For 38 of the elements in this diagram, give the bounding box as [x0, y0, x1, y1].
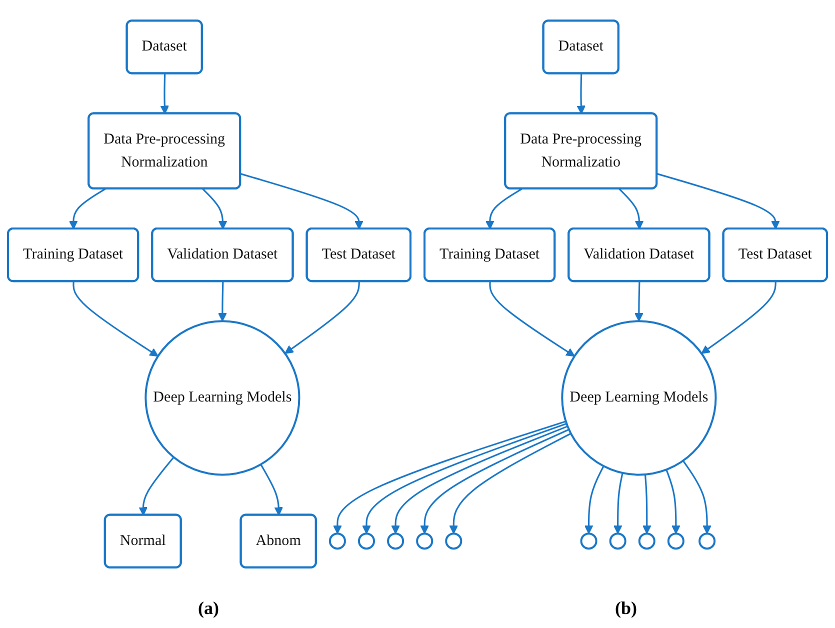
- node-circle: [609, 532, 626, 550]
- arrow: [656, 173, 780, 230]
- arrow: [68, 188, 106, 230]
- arrow: [485, 188, 522, 230]
- node-circle: [580, 532, 598, 550]
- node-circle: Deep Learning Models: [561, 320, 717, 476]
- panel-caption: (b): [615, 598, 637, 618]
- node-circle: [667, 532, 684, 550]
- arrow: [489, 282, 575, 357]
- arrow: [642, 474, 652, 534]
- node-circle: [387, 532, 404, 550]
- arrow: [284, 282, 360, 354]
- arrow: [138, 456, 174, 516]
- arrow: [576, 74, 586, 114]
- arrow: [240, 173, 364, 230]
- panel-caption: (a): [198, 598, 219, 618]
- node-circle: [638, 532, 656, 550]
- arrow: [218, 282, 227, 322]
- arrow: [618, 188, 644, 230]
- arrow: [160, 74, 170, 114]
- arrow: [391, 426, 568, 534]
- node-circle: [328, 532, 346, 550]
- arrow: [584, 466, 604, 534]
- arrow: [666, 469, 680, 534]
- node-circle: [445, 532, 462, 550]
- arrow: [682, 460, 712, 534]
- arrow: [202, 188, 228, 230]
- arrow: [260, 464, 284, 516]
- arrow: [449, 432, 572, 534]
- node-circle: [416, 532, 434, 550]
- arrow: [701, 282, 776, 354]
- arrow: [634, 282, 644, 322]
- arrow: [420, 428, 570, 534]
- node-circle: [698, 532, 716, 550]
- arrow: [72, 282, 158, 357]
- node-circle: [358, 532, 376, 550]
- node-circle: Deep Learning Models: [144, 320, 300, 476]
- arrow: [613, 472, 624, 534]
